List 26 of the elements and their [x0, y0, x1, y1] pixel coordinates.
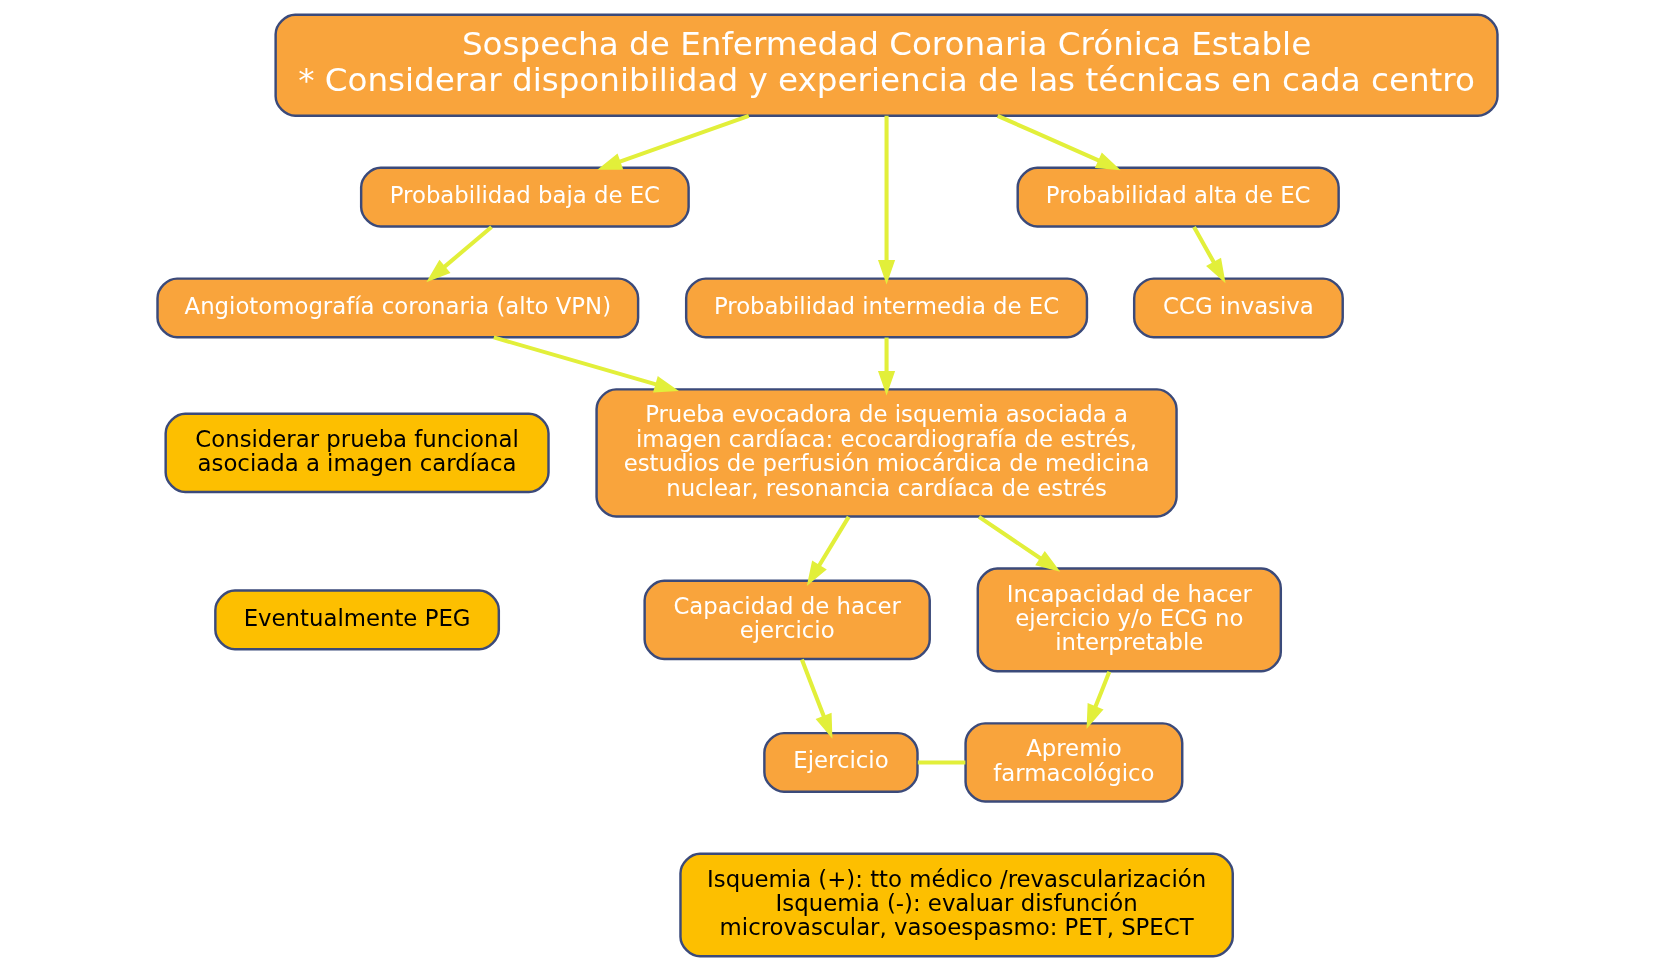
- node-box: Isquemia (+): tto médico /revascularización Isquemia (-): evaluar disfunción microvascular, vasoespasmo: PET, SPECT: [679, 852, 1234, 958]
- node-box: Apremio farmacológico: [964, 722, 1184, 803]
- connector: [917, 760, 966, 765]
- node-box: Angiotomografía coronaria (alto VPN): [156, 277, 640, 339]
- node-box: Probabilidad intermedia de EC: [684, 277, 1089, 339]
- node-box: Probabilidad baja de EC: [359, 166, 690, 228]
- arrow: [996, 113, 1121, 171]
- arrow: [877, 337, 896, 396]
- arrow: [806, 515, 851, 586]
- node-box: Considerar prueba funcional asociada a imagen cardíaca: [164, 412, 550, 494]
- arrow: [878, 115, 896, 285]
- arrow: [799, 658, 833, 739]
- node-box: Prueba evocadora de isquemia asociada a imagen cardíaca: ecocardiografía de estrés, estudios de perfusión miocárdica de medicina nuclear, resonancia cardíaca de estrés: [595, 388, 1178, 518]
- arrow: [977, 515, 1061, 572]
- node-box: CCG invasiva: [1132, 277, 1344, 339]
- arrow: [1086, 671, 1112, 729]
- node-box: Ejercicio: [763, 731, 919, 793]
- arrow: [426, 225, 493, 283]
- node-box: Eventualmente PEG: [214, 589, 501, 651]
- node-box: Probabilidad alta de EC: [1016, 166, 1340, 228]
- arrow: [493, 335, 679, 393]
- node-box: Capacidad de hacer ejercicio: [643, 579, 931, 661]
- node-box: Incapacidad de hacer ejercicio y/o ECG no interpretable: [976, 567, 1283, 673]
- arrow: [1192, 226, 1226, 284]
- node-box: Sospecha de Enfermedad Coronaria Crónica Estable * Considerar disponibilidad y experiencia de las técnicas en cada centro: [274, 13, 1499, 117]
- arrow: [597, 113, 750, 170]
